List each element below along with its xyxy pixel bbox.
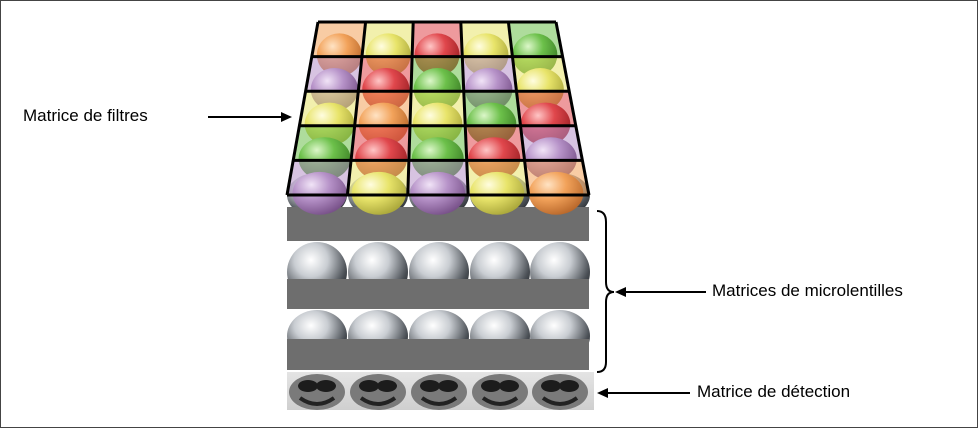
filter-grid-line xyxy=(506,21,531,196)
detection-cell xyxy=(289,374,345,410)
detection-arrow xyxy=(597,388,690,398)
filter-grid-line xyxy=(406,21,415,196)
filter-cell-purple xyxy=(287,160,352,215)
filter-grid-line xyxy=(345,21,368,196)
filter-grid-line xyxy=(554,21,591,196)
filter-cell-orange xyxy=(524,160,589,215)
detection-cell xyxy=(472,374,528,410)
filter-matrix xyxy=(285,20,591,215)
microlens-brace xyxy=(596,210,615,373)
filter-cell-purple xyxy=(407,160,469,215)
microlens-array-3 xyxy=(287,310,590,370)
filters-label: Matrice de filtres xyxy=(23,106,148,125)
filters-arrow xyxy=(208,112,292,122)
detection-cell xyxy=(350,374,406,410)
detection-label: Matrice de détection xyxy=(697,382,851,401)
microlens-plate xyxy=(287,339,589,370)
microlens-arrow xyxy=(615,287,706,297)
filter-cell-yellow xyxy=(347,160,409,215)
filter-grid-line xyxy=(459,21,470,196)
microlenses-label: Matrices de microlentilles xyxy=(712,281,903,300)
filter-cell-yellow xyxy=(466,160,529,215)
filter-grid-line xyxy=(285,21,320,196)
detection-cell xyxy=(532,374,588,410)
detection-cell xyxy=(411,374,467,410)
microlens-plate xyxy=(287,279,589,309)
microlens-array-2 xyxy=(287,242,590,309)
detection-matrix xyxy=(287,372,594,410)
